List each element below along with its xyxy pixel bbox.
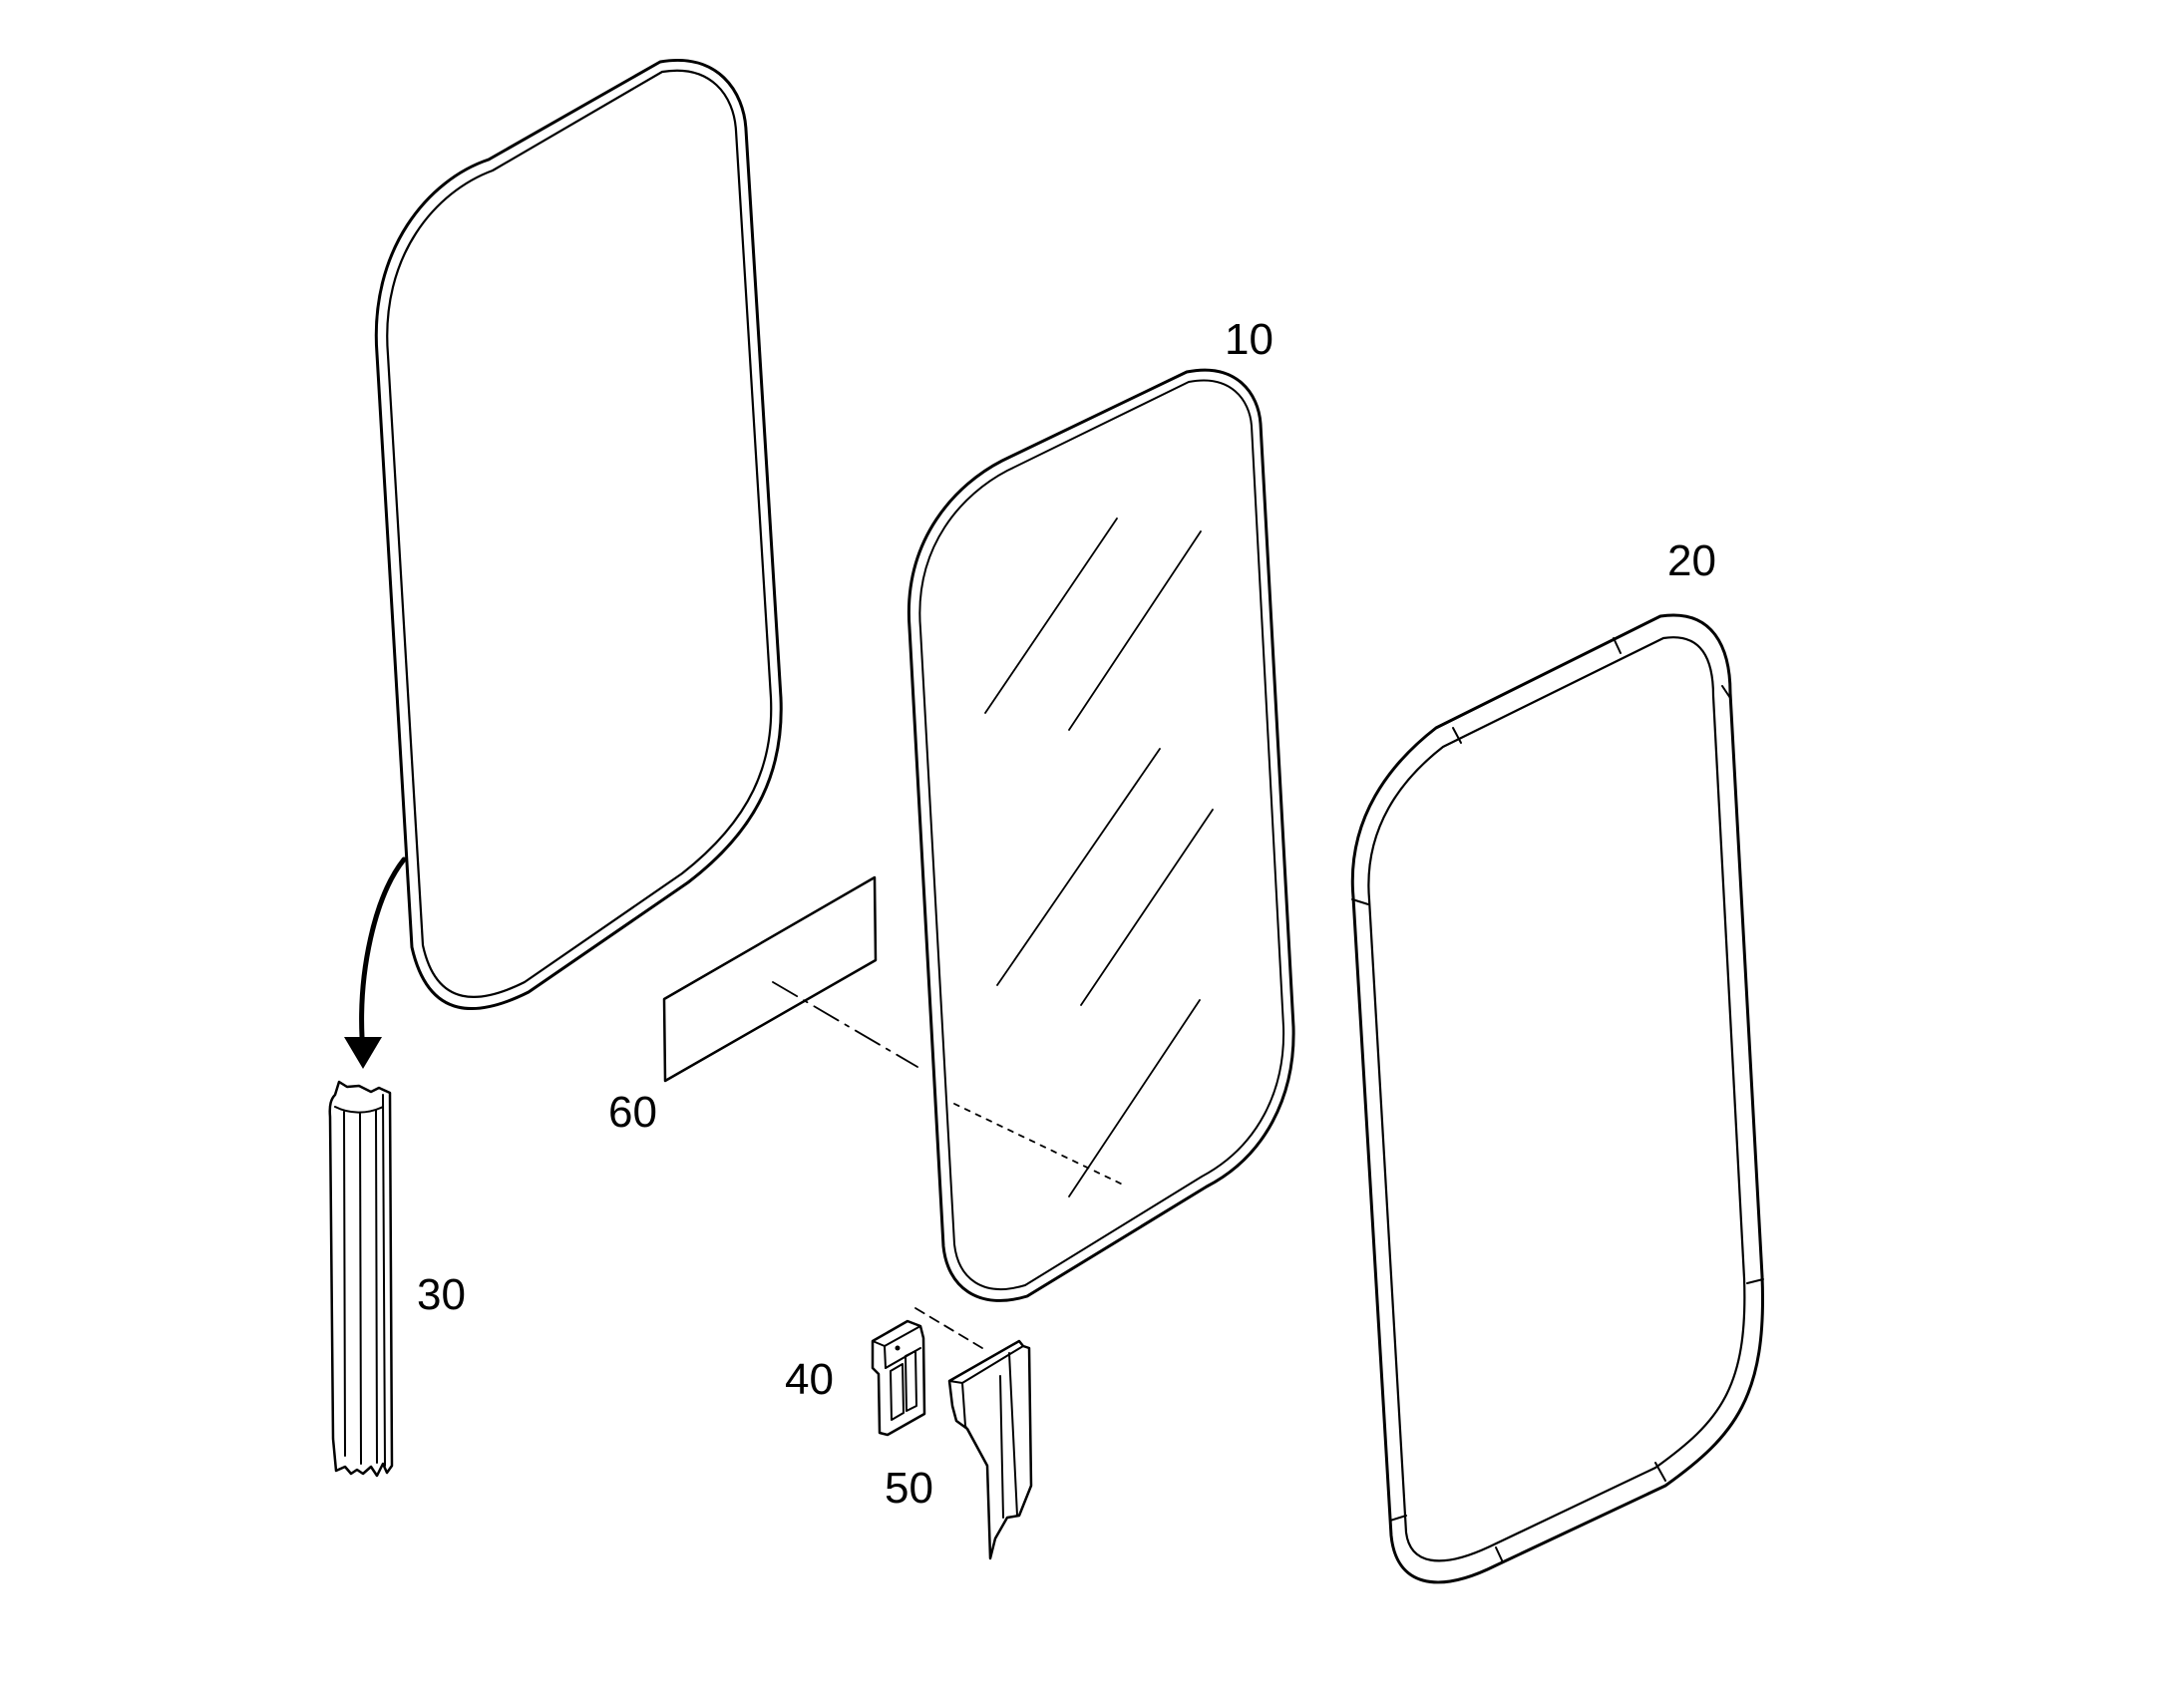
clip-hole: [895, 1345, 901, 1351]
glazing-panel: [907, 368, 1295, 1302]
label-30: 30: [417, 1270, 466, 1319]
label-plate: [662, 875, 878, 1083]
label-10: 10: [1225, 315, 1273, 364]
detail-arrow: [344, 856, 407, 1069]
label-20: 20: [1667, 536, 1716, 585]
label-60: 60: [608, 1088, 657, 1137]
frame: [1350, 613, 1764, 1584]
arrow-head: [344, 1037, 382, 1069]
label-40: 40: [785, 1355, 834, 1404]
glass-reflection-lines: [984, 517, 1214, 1197]
assembly-axis-lines: [772, 981, 1128, 1352]
channel-bracket: [947, 1339, 1033, 1560]
label-50: 50: [885, 1464, 933, 1513]
clip: [871, 1319, 926, 1437]
seal-ring: [374, 59, 783, 1010]
frame-segment-joints: [1351, 637, 1764, 1563]
seal-profile: [328, 1080, 394, 1478]
